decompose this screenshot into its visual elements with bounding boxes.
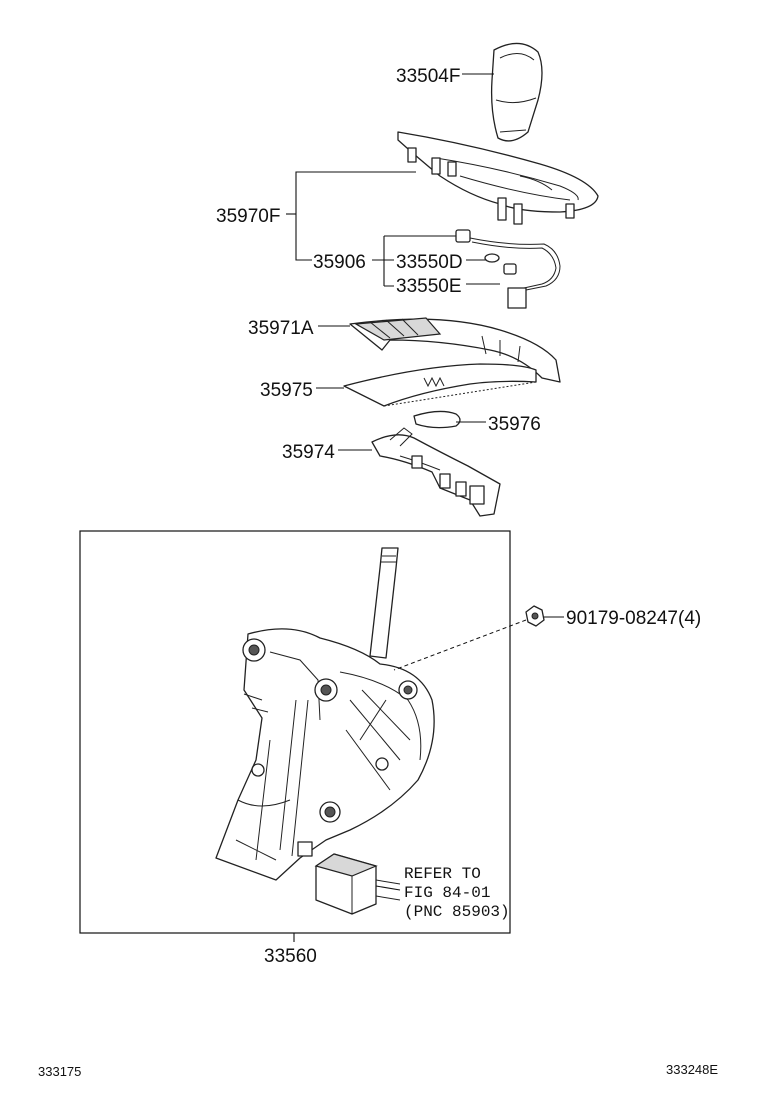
- leader-refer: [375, 885, 401, 891]
- refer-line-3: (PNC 85903): [404, 903, 510, 921]
- label-35974: 35974: [282, 442, 335, 463]
- label-nut: 90179-08247(4): [566, 608, 701, 629]
- lever-assembly-box: [79, 530, 511, 934]
- label-33504F: 33504F: [396, 66, 460, 87]
- shift-bezel: [397, 131, 599, 225]
- refer-line-1: REFER TO: [404, 865, 481, 883]
- nut-dashed-line: [393, 619, 527, 671]
- label-35971A: 35971A: [248, 318, 314, 339]
- solenoid-connector: [314, 853, 401, 915]
- label-35970F: 35970F: [216, 206, 280, 227]
- wire-harness: [455, 229, 561, 309]
- position-indicator: [349, 317, 561, 383]
- label-33550E: 33550E: [396, 276, 462, 297]
- label-35976: 35976: [488, 414, 541, 435]
- label-33560: 33560: [264, 946, 317, 967]
- refer-line-2: FIG 84-01: [404, 884, 490, 902]
- label-33550D: 33550D: [396, 252, 463, 273]
- nut-icon: [525, 605, 545, 627]
- shift-lever-assembly: [215, 547, 435, 881]
- label-35906: 35906: [313, 252, 366, 273]
- label-35975: 35975: [260, 380, 313, 401]
- leader-sub-assy-bracket: [372, 235, 458, 287]
- leader-bezel-bracket: [295, 171, 416, 261]
- footer-right-code: 333248E: [666, 1062, 718, 1077]
- shift-knob: [490, 42, 543, 142]
- plate: [413, 410, 461, 429]
- footer-left-code: 333175: [38, 1064, 81, 1079]
- slide-cover: [343, 363, 537, 407]
- housing: [371, 427, 501, 517]
